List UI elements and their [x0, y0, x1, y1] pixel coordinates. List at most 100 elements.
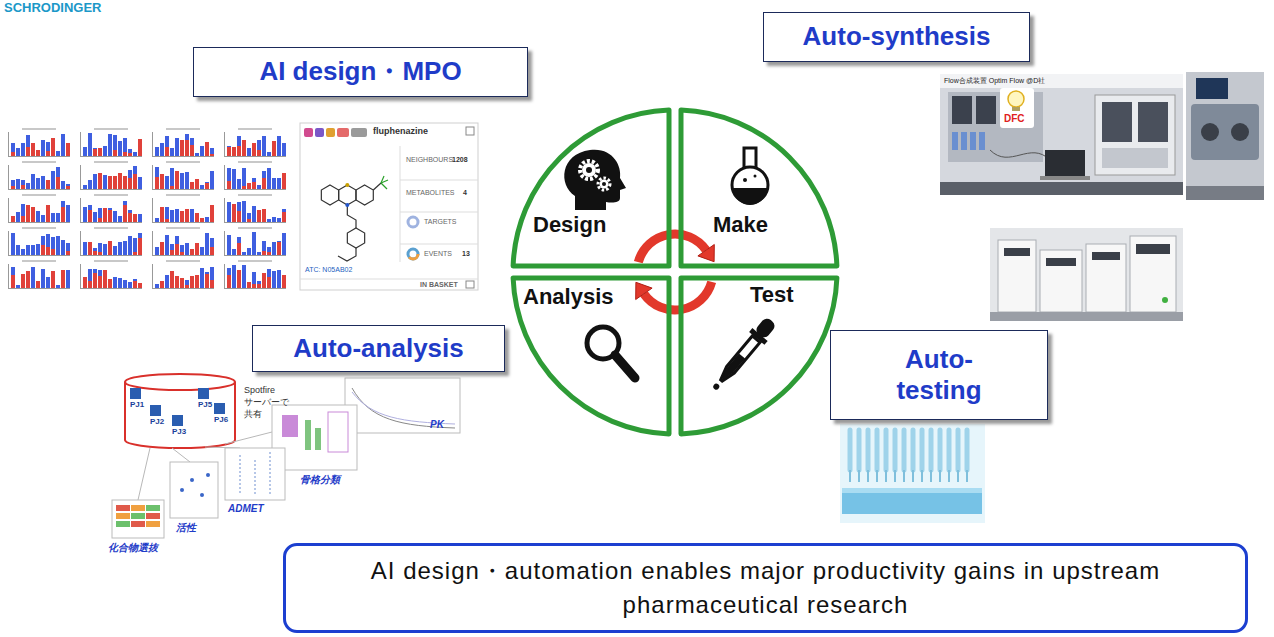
- histogram-chart: [138, 139, 142, 156]
- histogram-chart: [227, 202, 231, 222]
- photo-caption: Flow合成装置 Optim Flow @D社: [944, 77, 1045, 85]
- histogram-chart: [237, 270, 241, 288]
- histogram-chart: [108, 176, 112, 189]
- synthesis-photo: [1095, 95, 1175, 175]
- histogram-chart: [195, 179, 199, 189]
- pipette-tips: [921, 470, 923, 482]
- server-note: Spotfire: [244, 386, 275, 396]
- histogram-chart: [262, 136, 266, 156]
- summary-banner: AI design・automation enables major produ…: [283, 543, 1248, 633]
- cycle-icons: [564, 150, 626, 210]
- histogram-chart: [185, 243, 189, 255]
- histogram-chart: [238, 227, 272, 229]
- hplc-photo: [990, 228, 1183, 321]
- histogram-chart: [8, 198, 9, 222]
- photo-caption: Flow合成装置 Optim Flow @D社: [944, 77, 1045, 85]
- histogram-chart: [94, 260, 128, 262]
- histogram-chart: [175, 138, 179, 156]
- project-label: PJ3: [172, 428, 186, 437]
- histogram-chart: [51, 271, 55, 288]
- histogram-chart: [252, 284, 256, 288]
- synthesis-photo: [1102, 148, 1168, 168]
- histogram-chart: [41, 236, 45, 255]
- compound-card: [304, 128, 313, 137]
- histogram-chart: [195, 243, 199, 255]
- callout-box: Auto-analysis: [252, 325, 505, 372]
- histogram-chart: [80, 198, 81, 222]
- card-button: IN BASKET: [420, 281, 458, 289]
- card-value: 4: [463, 189, 467, 197]
- histogram-chart: [138, 233, 142, 255]
- histogram-chart: [93, 248, 97, 255]
- cycle-icons: [615, 355, 635, 378]
- cycle-icons: [743, 178, 747, 182]
- histogram-chart: [180, 245, 184, 255]
- analysis-collage: [112, 500, 164, 538]
- pipette-tips: [912, 470, 914, 482]
- pipette-tips: [911, 430, 916, 470]
- histogram-chart: [61, 134, 65, 156]
- callout-box: AI design・MPO: [193, 47, 528, 97]
- histogram-chart: [26, 271, 30, 288]
- histogram-chart: [200, 146, 204, 156]
- histogram-chart: [83, 207, 87, 222]
- server-note: サーバーで: [244, 398, 289, 408]
- histogram-chart: [56, 177, 60, 189]
- histogram-chart: [152, 156, 214, 157]
- cycle-arrows: [636, 234, 715, 310]
- histogram-chart: [152, 165, 153, 189]
- histogram-chart: [22, 161, 56, 163]
- cycle-arrows: [644, 282, 712, 310]
- photo-tag: DFC: [1004, 113, 1025, 124]
- compound-card: [466, 281, 474, 288]
- histogram-chart: [138, 283, 142, 288]
- analysis-collage: [172, 415, 183, 426]
- histogram-chart: [46, 234, 50, 255]
- histogram-chart: [166, 194, 200, 196]
- screen-label: PK: [430, 419, 444, 430]
- glovebox-photo: [1191, 104, 1259, 160]
- histogram-chart: [123, 280, 127, 288]
- project-label: PJ6: [214, 416, 228, 425]
- histogram-chart: [267, 168, 271, 189]
- histogram-chart: [8, 189, 70, 190]
- cycle-arrows: [698, 245, 714, 262]
- pipette-tips: [938, 430, 943, 470]
- pipette-tips: [902, 430, 907, 470]
- analysis-collage: [146, 521, 160, 527]
- compound-card: [400, 146, 401, 262]
- histogram-chart: [205, 183, 209, 189]
- histogram-chart: [277, 218, 281, 222]
- analysis-collage: [255, 460, 256, 494]
- pipette-tips: [903, 470, 905, 482]
- histogram-chart: [51, 213, 55, 222]
- card-field: NEIGHBOURS: [406, 156, 453, 164]
- histogram-chart: [210, 238, 214, 255]
- analysis-collage: [112, 374, 460, 538]
- histogram-chart: [8, 231, 9, 255]
- histogram-chart: [118, 173, 122, 189]
- pipette-tips: [850, 430, 967, 482]
- histogram-chart: [133, 152, 137, 156]
- synthesis-photo: [1045, 150, 1085, 176]
- histogram-chart: [224, 156, 286, 157]
- histogram-chart: [232, 204, 236, 222]
- histogram-chart: [21, 143, 25, 156]
- histogram-chart: [227, 147, 231, 156]
- histogram-chart: [98, 218, 102, 222]
- histogram-chart: [160, 242, 164, 255]
- analysis-collage: [225, 432, 272, 444]
- screen-label: PK: [430, 419, 444, 430]
- synthesis-photo: [976, 96, 996, 124]
- compound-card: [381, 183, 387, 189]
- analysis-collage: [345, 378, 460, 433]
- histogram-chart: [237, 136, 241, 156]
- histogram-chart: [66, 184, 70, 189]
- analysis-collage: [150, 405, 161, 416]
- callout-title: AI design・MPO: [259, 56, 461, 87]
- analysis-collage: [116, 513, 130, 519]
- histogram-chart: [113, 135, 117, 156]
- synthesis-photo: [1102, 102, 1132, 142]
- card-value: 13: [462, 250, 470, 258]
- histogram-chart: [195, 153, 199, 156]
